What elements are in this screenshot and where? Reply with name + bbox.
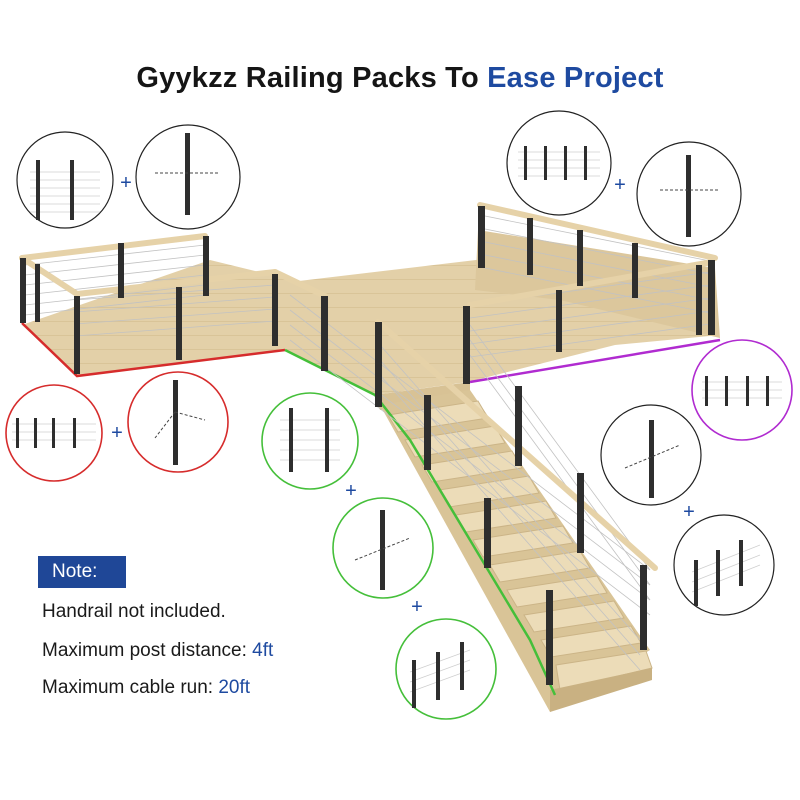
plus-sign: +: [111, 422, 123, 444]
detail-circle-green-2: [332, 497, 434, 599]
detail-circle-top-left-1: [16, 131, 114, 229]
plus-sign: +: [683, 501, 695, 523]
staircase: [380, 390, 653, 712]
plus-sign: +: [345, 480, 357, 502]
detail-circle-red-1: [5, 384, 103, 482]
title-prefix: Gyykzz Railing Packs To: [136, 62, 479, 94]
railing-posts: [20, 206, 715, 685]
detail-circle-purple: [691, 339, 793, 441]
left-deck-platform: [22, 260, 300, 376]
note-line-cable-run: Maximum cable run: 20ft: [42, 677, 251, 698]
detail-circle-top-right-2: [636, 141, 742, 247]
detail-circle-right-2: [673, 514, 775, 616]
note-badge: Note:: [38, 556, 126, 588]
detail-circle-red-2: [127, 371, 229, 473]
page-title: Gyykzz Railing Packs To Ease Project: [0, 62, 800, 95]
purple-section-edge: [469, 338, 721, 384]
plus-sign: +: [120, 172, 132, 194]
plus-sign: +: [411, 596, 423, 618]
post-distance-value: 4ft: [252, 640, 274, 661]
detail-circle-green-3: [395, 618, 497, 720]
cable-lines: [24, 214, 716, 671]
plus-sign: +: [614, 174, 626, 196]
red-section-edge: [21, 322, 286, 378]
detail-circle-top-left-2: [135, 124, 241, 230]
cable-run-value: 20ft: [218, 677, 251, 698]
center-deck-platform: [282, 260, 720, 395]
note-line-post-distance: Maximum post distance: 4ft: [42, 640, 274, 661]
detail-circle-green-1: [261, 392, 359, 490]
detail-circle-top-right-1: [506, 110, 612, 216]
title-highlight: Ease Project: [487, 62, 664, 94]
detail-circle-right-1: [600, 404, 702, 506]
note-line-handrail: Handrail not included.: [42, 601, 226, 622]
